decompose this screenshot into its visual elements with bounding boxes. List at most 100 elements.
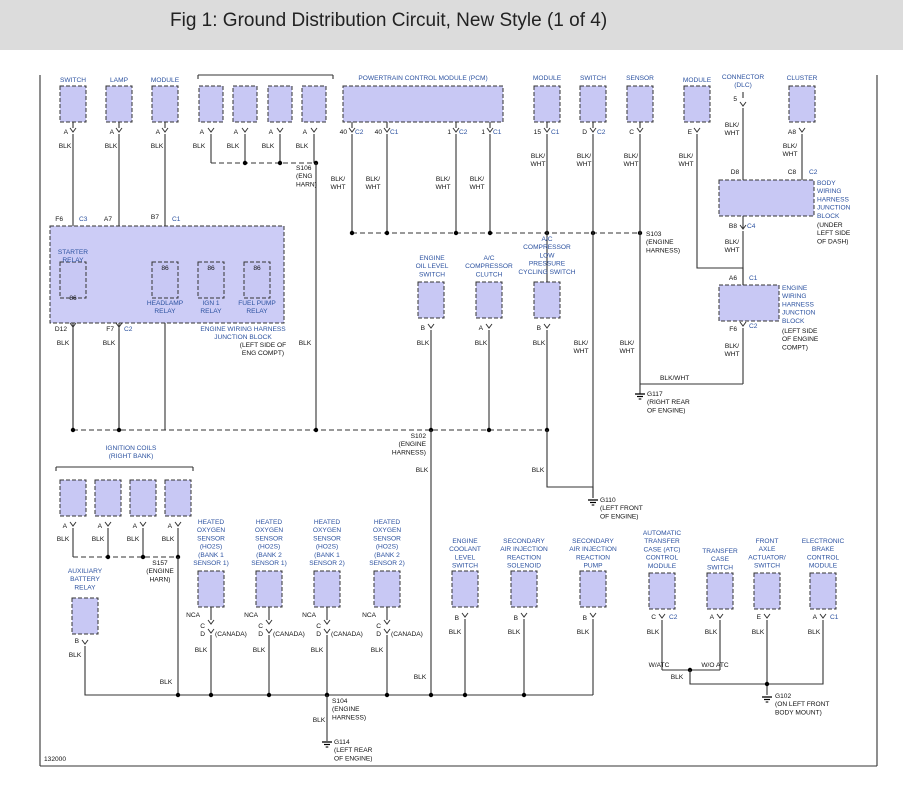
connector-pin [139, 521, 147, 527]
pcm-pin: 40 [340, 129, 348, 136]
switch2-connector: C2 [597, 129, 606, 136]
jb-pin-b7: B7 [151, 214, 159, 221]
module-component [151, 85, 179, 123]
ho2s-c: C [316, 623, 321, 630]
ho2s-3 [373, 570, 401, 608]
connector-pin [461, 612, 469, 618]
connector-pin [543, 323, 551, 329]
connector-pin [485, 323, 493, 329]
wire-blk: BLK [162, 536, 175, 543]
connector-pin [636, 127, 644, 133]
ignition-coil-2 [129, 479, 157, 517]
module-2 [267, 85, 293, 123]
connector-pin [383, 619, 391, 625]
module2-label: MODULE [533, 75, 562, 82]
ho2s-c: C [258, 623, 263, 630]
connector-pin [265, 619, 273, 625]
module3-pin: E [688, 129, 693, 136]
connector-pin [589, 127, 597, 133]
pcm-connector: C2 [459, 129, 468, 136]
atc-connector: C2 [669, 614, 678, 621]
page-title: Fig 1: Ground Distribution Circuit, New … [170, 10, 608, 31]
connector-pin [207, 619, 215, 625]
eng-wire-out: BLK/WHT [724, 343, 739, 358]
connector-pin [207, 127, 215, 133]
body-junction-block [718, 179, 815, 217]
connector-pin [589, 612, 597, 618]
connector-pin [486, 127, 494, 133]
body-pin-b8: B8 [729, 223, 737, 230]
body-conn-c4: C4 [747, 223, 756, 230]
switch-wire: BLK [59, 143, 72, 150]
sensor-wire: BLK/WHT [623, 153, 638, 168]
ebcm-wire [767, 670, 824, 685]
connector-pin [241, 127, 249, 133]
jb-pin-a7: A7 [104, 216, 112, 223]
sensor-component [626, 85, 654, 123]
atc-wire [689, 670, 767, 685]
wire-blk: BLK [508, 629, 521, 636]
coil-pin: A [98, 523, 103, 530]
wire-blk: BLK [577, 629, 590, 636]
connector-pin [658, 613, 666, 619]
splice-dot [384, 230, 390, 236]
air_pump-pin: B [583, 615, 588, 622]
pcm-pin: 1 [447, 129, 451, 136]
pcm-label: POWERTRAIN CONTROL MODULE (PCM) [358, 75, 487, 82]
tcs-component [706, 572, 734, 610]
relay-pin: 86 [253, 265, 261, 272]
eng-pin-f6: F6 [729, 326, 737, 333]
pin-a: A [269, 129, 274, 136]
splice-dot [462, 692, 468, 698]
wire-blk: BLK [449, 629, 462, 636]
splice-dot [266, 692, 272, 698]
air_solenoid-component [510, 570, 538, 608]
wire-blk: BLK [193, 143, 206, 150]
module-wire: BLK [151, 143, 164, 150]
ho2s-d: D [376, 631, 381, 638]
connector-pin [739, 321, 747, 327]
body-wire-out: BLK/WHT [724, 239, 739, 254]
pcm-connector: C2 [355, 129, 364, 136]
connector-pin [81, 639, 89, 645]
switch2-pin: D [582, 129, 587, 136]
module3-component [683, 85, 711, 123]
connector-pin [383, 628, 391, 634]
connector-pin [739, 224, 747, 230]
wire-blk: BLK [416, 467, 429, 474]
wire-blk: BLK [808, 629, 821, 636]
g117-wire: BLK/WHT [660, 375, 689, 382]
ho2s-canada: (CANADA) [331, 631, 363, 638]
lamp-label: LAMP [110, 77, 129, 84]
coil-pin: A [133, 523, 138, 530]
connector-pin [452, 127, 460, 133]
wire-blk: BLK [371, 647, 384, 654]
wire-blk: BLK [253, 647, 266, 654]
coolant-component [451, 570, 479, 608]
ho2s-d: D [258, 631, 263, 638]
splice-dot [208, 692, 214, 698]
body-conn-c2: C2 [809, 169, 818, 176]
ho2s-d: D [316, 631, 321, 638]
ac_clutch-component [475, 281, 503, 319]
splice-dot [486, 427, 492, 433]
module3-wire: BLK/WHT [678, 153, 693, 168]
connector-pin [383, 127, 391, 133]
module-3 [301, 85, 327, 123]
wire-blk: BLK [227, 143, 240, 150]
dlc-pin: 5 [733, 96, 737, 103]
module-pin: A [156, 129, 161, 136]
ho2s-canada: (CANADA) [391, 631, 423, 638]
wire-blk: BLK [160, 679, 173, 686]
